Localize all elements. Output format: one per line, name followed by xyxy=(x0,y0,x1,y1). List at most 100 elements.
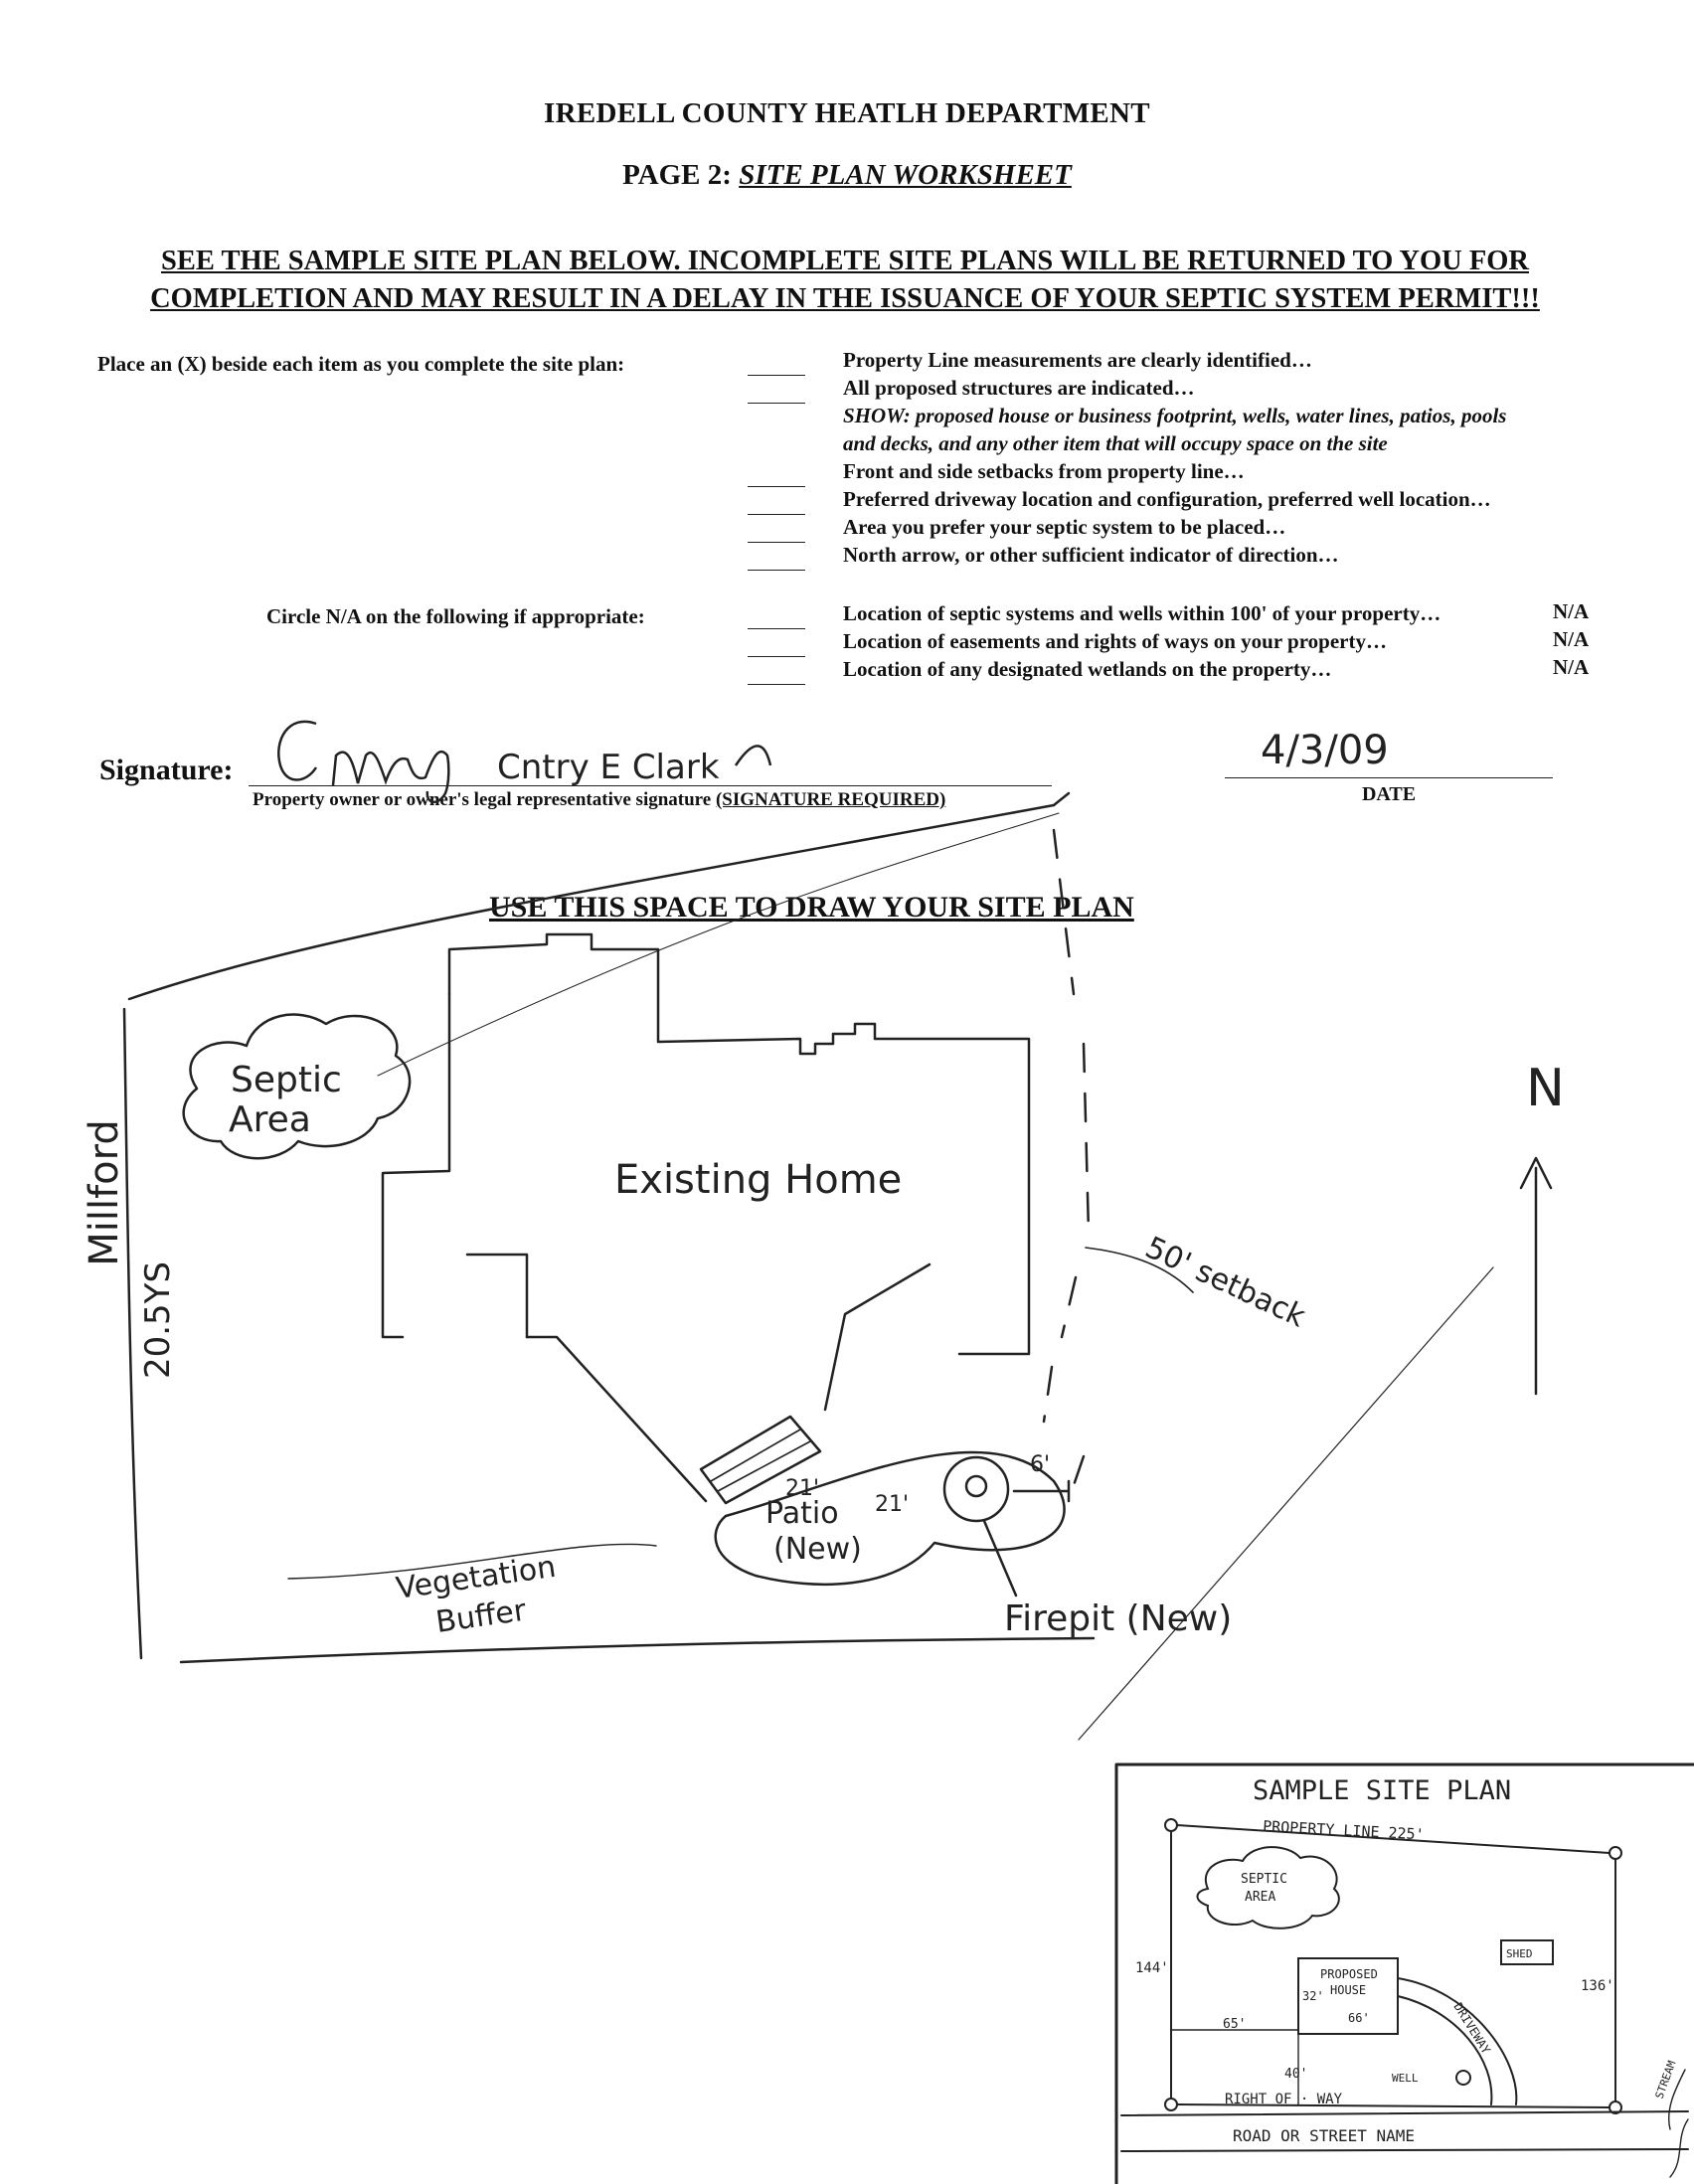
checkbox-blank-3[interactable] xyxy=(748,486,805,487)
home-outline-right xyxy=(447,932,1031,1356)
sample-left-setback: 65' xyxy=(1223,2017,1246,2032)
home-outline-left xyxy=(381,992,451,1339)
checkbox-blank-2[interactable] xyxy=(748,403,805,404)
sample-property-lines xyxy=(1170,1824,1616,2108)
sample-well-label: WELL xyxy=(1392,2072,1419,2085)
warning-line-1: SEE THE SAMPLE SITE PLAN BELOW. INCOMPLE… xyxy=(160,246,1529,276)
patio-dimension-b: 21' xyxy=(875,1492,909,1517)
sample-house-label-2: HOUSE xyxy=(1330,1983,1366,1997)
patio-label-1: Patio xyxy=(765,1496,839,1531)
checklist-item-show-2: and decks, and any other item that will … xyxy=(843,431,1388,455)
north-label: N xyxy=(1526,1059,1565,1118)
page-label: PAGE 2: xyxy=(622,159,732,191)
checklist-item-structures: All proposed structures are indicated… xyxy=(843,376,1195,400)
signature-line[interactable] xyxy=(249,785,1052,786)
sample-septic-cloud xyxy=(1196,1846,1340,1930)
sample-corner-tl xyxy=(1164,1818,1178,1832)
date-value: 4/3/09 xyxy=(1261,728,1389,773)
checkbox-blank-4[interactable] xyxy=(748,514,805,515)
north-arrow-head xyxy=(1519,1156,1553,1190)
checklist-item-north-arrow: North arrow, or other sufficient indicat… xyxy=(843,543,1339,567)
patio-label-2: (New) xyxy=(773,1532,862,1567)
sample-stream-label: STREAM xyxy=(1653,2059,1679,2100)
patio-dimension-a: 21' xyxy=(785,1476,819,1501)
sample-right-side: 136' xyxy=(1581,1978,1614,1994)
sample-setback-lines xyxy=(1170,2029,1299,2105)
diagonal-line-right xyxy=(1078,1266,1494,1741)
sample-road-label: ROAD OR STREET NAME xyxy=(1233,2126,1415,2145)
checklist-item-driveway: Preferred driveway location and configur… xyxy=(843,487,1491,511)
checklist-item-septic-area: Area you prefer your septic system to be… xyxy=(843,515,1286,539)
sample-corner-bl xyxy=(1164,2098,1178,2111)
na-instruction: Circle N/A on the following if appropria… xyxy=(266,604,645,628)
home-outline-diagonal xyxy=(525,1335,708,1503)
na-blank-2[interactable] xyxy=(748,656,805,657)
septic-label-2: Area xyxy=(229,1099,311,1140)
signature-caption-text: Property owner or owner's legal represen… xyxy=(253,789,712,810)
na-blank-1[interactable] xyxy=(748,628,805,629)
sample-left-side: 144' xyxy=(1135,1960,1169,1976)
document-title: IREDELL COUNTY HEATLH DEPARTMENT xyxy=(544,97,1150,129)
sample-house-label-1: PROPOSED xyxy=(1320,1967,1378,1981)
property-line-bottom xyxy=(179,1636,1096,1664)
property-line-top xyxy=(127,803,1056,1001)
sample-septic-label-2: AREA xyxy=(1245,1890,1275,1905)
firepit-circle xyxy=(942,1455,1010,1523)
road-distance-label: 20.5YS xyxy=(138,1261,178,1379)
buffer-label-1: Vegetation xyxy=(394,1550,558,1606)
sample-house-width: 66' xyxy=(1348,2011,1370,2025)
sample-shed-label: SHED xyxy=(1506,1947,1533,1960)
checklist-item-property-line: Property Line measurements are clearly i… xyxy=(843,348,1312,372)
na-item-easements: Location of easements and rights of ways… xyxy=(843,629,1387,653)
diagonal-line-top xyxy=(377,812,1060,1077)
signature-required: (SIGNATURE REQUIRED) xyxy=(715,789,946,810)
handwritten-signature: Cntry E Clark xyxy=(277,720,772,803)
na-option-1[interactable]: N/A xyxy=(1553,599,1590,623)
warning-notice: SEE THE SAMPLE SITE PLAN BELOW. INCOMPLE… xyxy=(109,243,1581,318)
firepit-label: Firepit (New) xyxy=(1004,1598,1232,1639)
signature-label: Signature: xyxy=(99,754,234,786)
septic-cloud xyxy=(182,1013,412,1160)
na-item-septic-wells: Location of septic systems and wells wit… xyxy=(843,601,1441,625)
checkbox-blank-1[interactable] xyxy=(748,375,805,376)
draw-space-title: USE THIS SPACE TO DRAW YOUR SITE PLAN xyxy=(489,891,1134,924)
sample-site-plan: SAMPLE SITE PLAN PROPERTY LINE 225' SEPT… xyxy=(1114,1763,1694,2184)
firepit-dimension: 6' xyxy=(1030,1452,1050,1477)
na-option-2[interactable]: N/A xyxy=(1553,627,1590,651)
road-name-label: Millford xyxy=(82,1119,127,1266)
signature-caption: Property owner or owner's legal represen… xyxy=(253,789,945,811)
checkbox-blank-5[interactable] xyxy=(748,542,805,543)
sample-driveway-outer xyxy=(1397,1977,1518,2105)
home-outline-notch xyxy=(465,1253,529,1339)
buffer-label-2: Buffer xyxy=(433,1593,529,1639)
sample-septic-label-1: SEPTIC xyxy=(1241,1872,1287,1887)
patio-outline xyxy=(714,1450,1066,1587)
sample-right-of-way: RIGHT OF · WAY xyxy=(1225,2092,1343,2107)
existing-home-label: Existing Home xyxy=(614,1157,902,1203)
property-line-left xyxy=(122,1007,143,1660)
warning-line-2: COMPLETION AND MAY RESULT IN A DELAY IN … xyxy=(150,283,1540,314)
sample-stream xyxy=(1668,2069,1689,2178)
sample-corner-tr xyxy=(1609,1846,1622,1860)
na-item-wetlands: Location of any designated wetlands on t… xyxy=(843,657,1332,681)
sample-road-lines xyxy=(1120,2110,1689,2152)
checklist-item-show-1: SHOW: proposed house or business footpri… xyxy=(843,404,1507,427)
na-blank-3[interactable] xyxy=(748,684,805,685)
na-option-3[interactable]: N/A xyxy=(1553,655,1590,679)
checkbox-blank-6[interactable] xyxy=(748,570,805,571)
sample-front-setback: 40' xyxy=(1284,2067,1307,2082)
septic-label-1: Septic xyxy=(231,1060,342,1100)
sample-shed xyxy=(1500,1939,1554,1965)
sample-property-line-label: PROPERTY LINE 225' xyxy=(1263,1817,1425,1843)
checklist-instruction: Place an (X) beside each item as you com… xyxy=(97,352,625,376)
page-subtitle: SITE PLAN WORKSHEET xyxy=(739,159,1072,191)
date-line[interactable] xyxy=(1225,777,1553,778)
page-heading: PAGE 2: SITE PLAN WORKSHEET xyxy=(0,159,1694,192)
sample-title: SAMPLE SITE PLAN xyxy=(1253,1775,1511,1806)
setback-label: 50' setback xyxy=(1140,1231,1311,1335)
sample-well xyxy=(1455,2070,1471,2086)
setback-line xyxy=(1042,828,1091,1493)
buffer-line xyxy=(287,1543,657,1580)
